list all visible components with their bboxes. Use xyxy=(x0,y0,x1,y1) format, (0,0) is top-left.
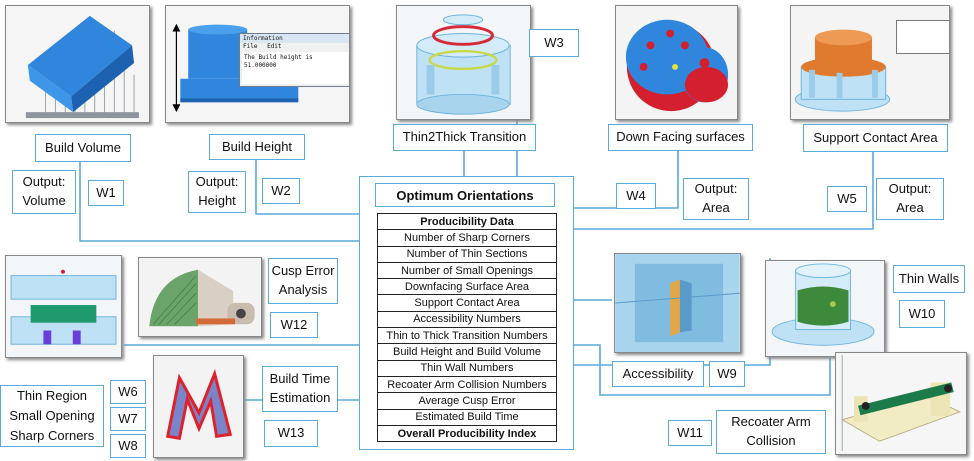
table-cell: Estimated Build Time xyxy=(377,408,557,426)
table-cell: Average Cusp Error xyxy=(377,392,557,410)
information-window-menu: File Edit xyxy=(240,43,349,51)
thin2thick-image xyxy=(396,5,531,120)
build-time-label: Build Time Estimation xyxy=(262,366,338,412)
weight-w3: W3 xyxy=(529,29,579,57)
table-row: Recoater Arm Collision Numbers xyxy=(377,375,557,394)
table-cell: Overall Producibility Index xyxy=(377,424,557,443)
thin-region-image xyxy=(5,255,122,358)
down-facing-label: Down Facing surfaces xyxy=(608,124,753,151)
cusp-error-label: Cusp Error Analysis xyxy=(268,258,338,304)
weight-w6: W6 xyxy=(110,380,146,404)
weight-w5: W5 xyxy=(827,186,867,212)
support-contact-image xyxy=(790,5,950,120)
table-cell: Build Height and Build Volume xyxy=(377,343,557,361)
table-row: Estimated Build Time xyxy=(377,408,557,426)
wire-build-volume xyxy=(79,162,359,242)
thin-walls-image xyxy=(765,260,885,357)
weight-w2: W2 xyxy=(262,178,300,204)
wire-recoater xyxy=(574,344,831,396)
accessibility-label: Accessibility xyxy=(612,361,704,387)
table-cell: Downfacing Surface Area xyxy=(377,278,557,296)
weight-w11: W11 xyxy=(668,420,712,446)
accessibility-image xyxy=(614,253,741,353)
build-volume-image xyxy=(5,5,150,123)
table-row: Overall Producibility Index xyxy=(377,424,557,443)
table-cell: Recoater Arm Collision Numbers xyxy=(377,375,557,394)
small-opening-label: Small Opening xyxy=(9,407,95,423)
table-row: Number of Thin Sections xyxy=(377,245,557,263)
recoater-image xyxy=(835,352,967,455)
sharp-corners-label: Sharp Corners xyxy=(9,428,95,444)
weight-w4: W4 xyxy=(616,183,656,209)
table-row: Downfacing Surface Area xyxy=(377,278,557,296)
thin2thick-label: Thin2Thick Transition xyxy=(393,124,536,151)
thin-walls-label: Thin Walls xyxy=(893,265,965,293)
output-volume-label: Output: Volume xyxy=(12,170,76,214)
table-cell: Number of Small Openings xyxy=(377,261,557,280)
build-height-label: Build Height xyxy=(209,134,305,160)
table-row: Producibility Data xyxy=(377,212,557,231)
table-row: Build Height and Build Volume xyxy=(377,343,557,361)
recoater-label: Recoater Arm Collision xyxy=(716,410,826,454)
weight-w8: W8 xyxy=(110,434,146,458)
weight-w10: W10 xyxy=(899,300,945,328)
table-cell: Thin Wall Numbers xyxy=(377,359,557,377)
wire-support-contact xyxy=(574,152,874,230)
support-contact-label: Support Contact Area xyxy=(803,124,948,152)
information-window-title: Information xyxy=(240,34,349,43)
table-cell: Number of Thin Sections xyxy=(377,245,557,263)
thin-region-label: Thin Region xyxy=(16,387,88,403)
table-row: Accessibility Numbers xyxy=(377,310,557,329)
weight-w1: W1 xyxy=(88,180,124,206)
table-cell: Thin to Thick Transition Numbers xyxy=(377,327,557,345)
menu-file[interactable]: File xyxy=(243,43,258,50)
optimum-orientations-title: Optimum Orientations xyxy=(375,183,555,207)
information-window-text: The Build height is 51.000000 xyxy=(242,52,348,84)
table-row: Thin Wall Numbers xyxy=(377,359,557,377)
support-info-window xyxy=(896,20,949,54)
information-window: Information File Edit The Build height i… xyxy=(239,33,349,87)
down-facing-image xyxy=(615,5,738,120)
output-area-label-1: Output: Area xyxy=(683,178,749,220)
output-height-label: Output: Height xyxy=(188,171,246,213)
weight-w7: W7 xyxy=(110,407,146,431)
table-row: Average Cusp Error xyxy=(377,392,557,410)
build-time-image xyxy=(153,355,244,458)
output-area-label-2: Output: Area xyxy=(876,178,944,220)
weight-w12: W12 xyxy=(270,312,318,338)
cusp-error-image xyxy=(138,257,262,337)
table-cell: Producibility Data xyxy=(377,212,557,231)
build-volume-label: Build Volume xyxy=(35,134,131,162)
menu-edit[interactable]: Edit xyxy=(267,43,282,50)
table-cell: Support Contact Area xyxy=(377,294,557,312)
table-row: Number of Sharp Corners xyxy=(377,229,557,247)
table-row: Number of Small Openings xyxy=(377,261,557,280)
table-cell: Number of Sharp Corners xyxy=(377,229,557,247)
table-cell: Accessibility Numbers xyxy=(377,310,557,329)
weight-w13: W13 xyxy=(264,420,318,447)
table-row: Support Contact Area xyxy=(377,294,557,312)
table-row: Thin to Thick Transition Numbers xyxy=(377,327,557,345)
wire-down-facing xyxy=(574,151,679,209)
build-height-image: Information File Edit The Build height i… xyxy=(165,5,350,123)
weight-w9: W9 xyxy=(709,361,745,387)
wire-build-height xyxy=(255,160,359,215)
